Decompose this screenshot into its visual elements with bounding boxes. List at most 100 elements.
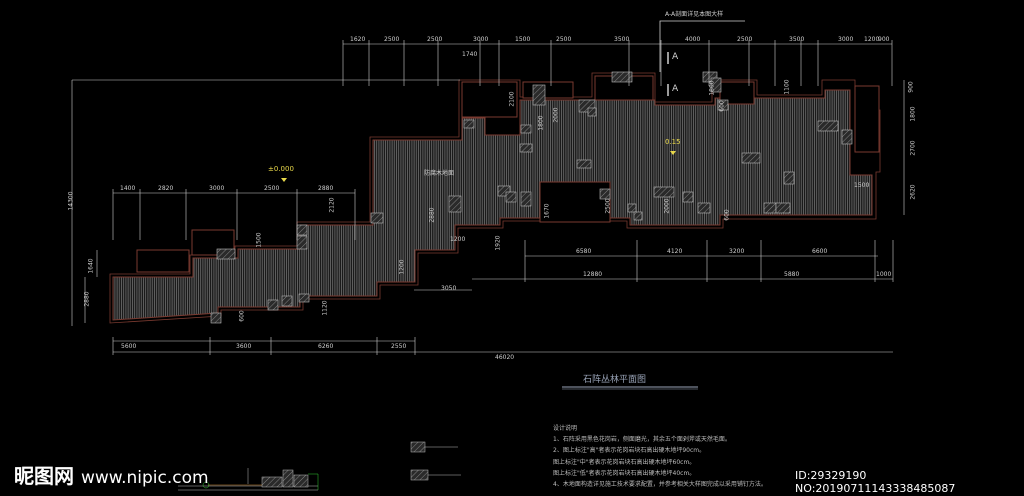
planter-box: [461, 81, 518, 118]
dimension-label: 3500: [789, 36, 805, 43]
dimension-label: 1200: [864, 36, 880, 43]
dimension-label: 5880: [784, 271, 800, 278]
notes-line: 2、图上标注"高"者表示花岗岩块石高出硬木地坪90cm。: [553, 447, 706, 455]
dimension-label: 2820: [158, 185, 174, 192]
dimension-label: 2500: [427, 36, 443, 43]
watermark: 昵图网 www.nipic.com: [14, 460, 209, 489]
drawing-title: 石阵丛林平面图: [583, 375, 647, 385]
dimension-label: 46020: [495, 354, 515, 361]
dimension-label: 5600: [121, 343, 137, 350]
dimension-label: 1400: [120, 185, 136, 192]
dimension-label: 3000: [473, 36, 489, 43]
granite-stone-block: [281, 295, 293, 307]
dimension-label: 1500: [515, 36, 531, 43]
section-mark-label: A: [672, 52, 679, 62]
dimension-label: 4000: [685, 36, 701, 43]
dimension-label: 3000: [209, 185, 225, 192]
notes-line: 1、石阵采用黑色花岗岩，侧面磨光，其余五个面剁斧或天然毛面。: [553, 436, 731, 444]
granite-stone-block: [497, 185, 511, 197]
image-id: ID:29329190 NO:20190711143338485087: [795, 469, 956, 495]
deck-outer-border: [109, 72, 881, 324]
dimension-label: 600: [238, 310, 246, 322]
granite-stone-block: [783, 171, 795, 185]
granite-stone-block: [775, 202, 791, 214]
section-mark-label: A: [672, 84, 679, 94]
granite-stone-block: [216, 248, 236, 260]
dimension-label: 2880: [83, 291, 91, 307]
dimension-label: 3500: [614, 36, 630, 43]
dimension-label: 2550: [391, 343, 407, 350]
section-mark-lines: [659, 20, 745, 96]
notes-heading: 设计说明: [553, 425, 578, 432]
dimension-label: 1640: [87, 258, 95, 274]
dimension-label: 1800: [537, 115, 545, 131]
dimension-label: 1200: [450, 236, 466, 243]
granite-stone-block: [298, 293, 310, 303]
dimension-label: 6580: [576, 248, 592, 255]
dimension-label: 2500: [384, 36, 400, 43]
design-notes: 设计说明 1、石阵采用黑色花岗岩，侧面磨光，其余五个面剁斧或天然毛面。 2、图上…: [553, 423, 767, 490]
dimension-label: 2620: [909, 184, 917, 200]
dimension-label: 900: [907, 81, 915, 93]
granite-stone-block: [505, 191, 517, 203]
dimension-label: 1800: [909, 106, 917, 122]
granite-stone-block: [682, 191, 694, 203]
dimension-label: 6260: [318, 343, 334, 350]
elevation-marker-icon: [670, 151, 676, 155]
granite-stone-block: [841, 129, 853, 145]
dimension-label: 2100: [508, 91, 516, 107]
granite-stone-block: [463, 119, 475, 129]
dimension-label: 2120: [328, 197, 336, 213]
granite-stone-block: [210, 312, 222, 324]
dimension-label: 1670: [543, 203, 551, 219]
section-detail-thumbnail: [178, 468, 319, 491]
dimension-label: 600: [723, 209, 731, 221]
dimension-label: 3000: [838, 36, 854, 43]
granite-stone-block: [370, 212, 384, 224]
dimension-label: 2880: [318, 185, 334, 192]
dimension-label: 1740: [462, 51, 478, 58]
granite-stone-block: [532, 84, 546, 106]
dimension-label: 6600: [812, 248, 828, 255]
dimension-label: 3200: [729, 248, 745, 255]
granite-stone-block: [519, 143, 533, 153]
wood-deck-floor: [112, 89, 873, 321]
dimension-label: 1500: [854, 182, 870, 189]
dimension-label: 14300: [67, 191, 75, 211]
granite-stone-block: [627, 203, 637, 213]
granite-stone-block: [717, 99, 729, 111]
dimension-label: 3050: [441, 285, 457, 292]
dimension-label: 4120: [667, 248, 683, 255]
granite-stone-block: [520, 191, 532, 207]
granite-stone-block: [702, 71, 718, 83]
dimension-label: 600: [718, 100, 726, 112]
dimension-label: 1100: [783, 79, 791, 95]
granite-stone-block: [763, 202, 777, 214]
granite-stone-block: [653, 186, 675, 198]
notes-line: 图上标注"低"者表示花岗岩块石高出硬木地坪40cm。: [553, 469, 696, 477]
dimension-label: 1620: [350, 36, 366, 43]
dimension-label: 2500: [604, 198, 612, 214]
granite-stone-block: [611, 71, 633, 83]
elevation-label: ±0.000: [268, 165, 294, 173]
notes-line: 图上标注"中"者表示花岗岩块石高出硬木地坪60cm。: [553, 458, 696, 466]
granite-stone-block: [599, 188, 611, 200]
floor-label: 防腐木地面: [424, 170, 455, 177]
granite-stone-block: [633, 211, 643, 221]
watermark-logo: 昵图网: [14, 464, 74, 488]
granite-stone-block: [710, 77, 722, 93]
dimension-label: 1500: [255, 232, 263, 248]
dimension-label: 2000: [663, 198, 671, 214]
granite-stone-block: [520, 124, 532, 134]
dimension-label: 2500: [737, 36, 753, 43]
dimension-label: 2500: [264, 185, 280, 192]
dimension-label: 2000: [552, 107, 560, 123]
elevation-label: 0.15: [665, 138, 681, 146]
dimension-label: 2500: [556, 36, 572, 43]
elevation-marker-icon: [281, 178, 287, 182]
dimension-label: 1120: [321, 300, 329, 316]
granite-stone-block: [296, 235, 308, 250]
granite-stone-block: [697, 202, 711, 214]
